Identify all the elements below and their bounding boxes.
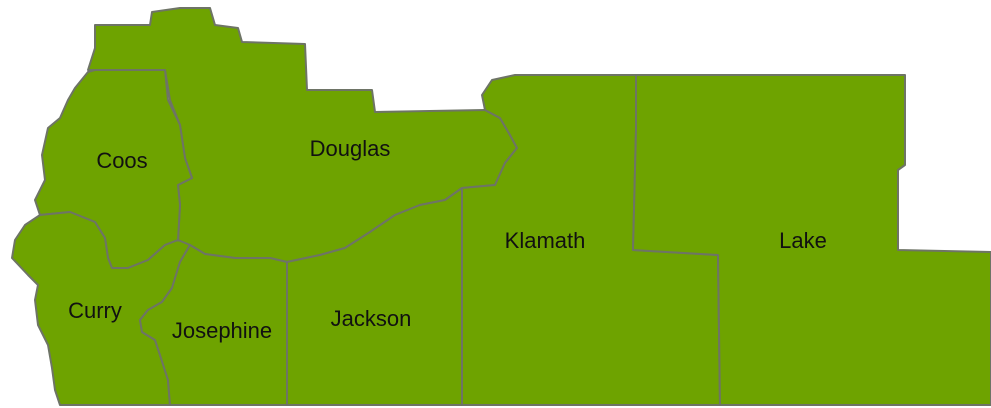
county-lake[interactable] [632,74,991,406]
county-label-douglas: Douglas [310,136,391,161]
county-label-coos: Coos [96,148,147,173]
county-label-josephine: Josephine [172,318,272,343]
county-label-klamath: Klamath [505,228,586,253]
county-josephine[interactable] [139,244,288,406]
county-label-lake: Lake [779,228,827,253]
county-label-jackson: Jackson [331,306,412,331]
county-label-curry: Curry [68,298,122,323]
county-jackson[interactable] [286,187,463,406]
